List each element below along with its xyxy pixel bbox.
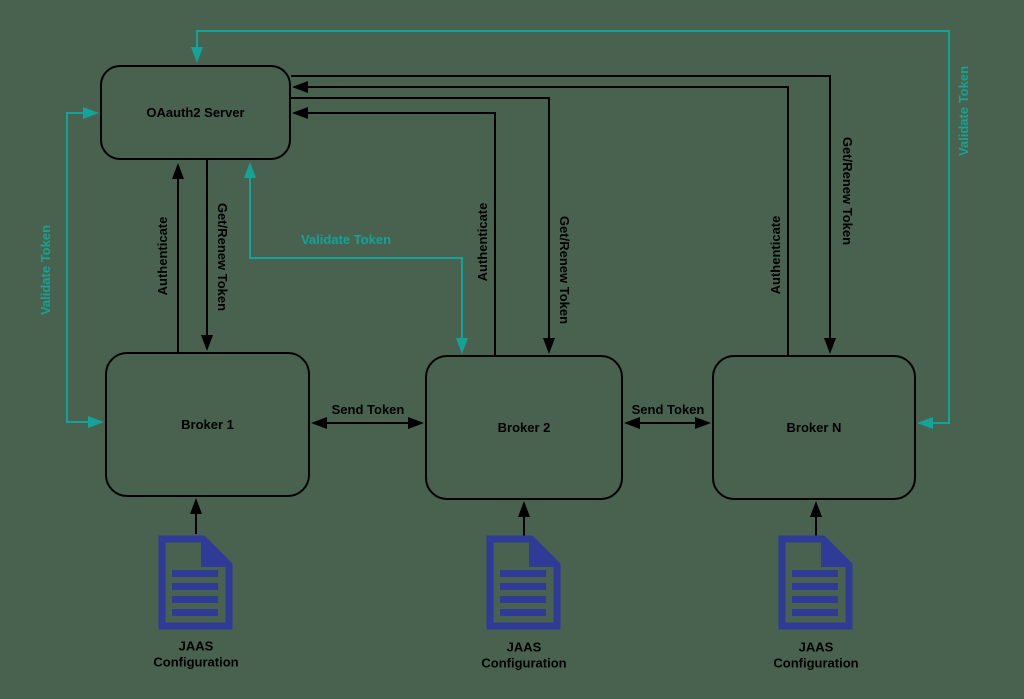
arrowhead-right-icon	[695, 417, 711, 429]
edge-config-broker2	[518, 501, 530, 536]
node-broker-1: Broker 1	[105, 352, 310, 497]
arrowhead-up-icon	[190, 498, 202, 514]
edge-validate-token-broker1	[66, 107, 104, 428]
edge-get-renew-token-brokerN	[291, 75, 836, 354]
node-label: OAauth2 Server	[146, 105, 245, 120]
label-get-renew-token-broker2: Get/Renew Token	[556, 215, 572, 325]
label-authenticate-broker2: Authenticate	[475, 202, 491, 282]
label-get-renew-token-brokerN: Get/Renew Token	[839, 136, 855, 246]
label-get-renew-token-broker1: Get/Renew Token	[214, 202, 230, 312]
document-icon	[782, 537, 851, 626]
node-label: Broker 2	[497, 420, 551, 435]
arrowhead-up-icon	[810, 501, 822, 517]
node-label: Broker 1	[181, 417, 234, 432]
label-jaas-configuration-2: JAAS Configuration	[459, 639, 589, 670]
caption-line: JAAS	[506, 639, 542, 655]
label-jaas-configuration-1: JAAS Configuration	[131, 638, 261, 669]
label-send-token-2: Send Token	[631, 402, 705, 418]
document-icon	[490, 537, 559, 626]
caption-line: JAAS	[178, 638, 214, 654]
label-validate-token-broker1: Validate Token	[38, 224, 54, 316]
label-jaas-configuration-3: JAAS Configuration	[751, 639, 881, 670]
arrowhead-down-icon	[824, 338, 836, 354]
arrowhead-left-icon	[311, 417, 327, 429]
edge-get-renew-token-broker1	[201, 160, 213, 351]
arrowhead-left-icon	[917, 417, 933, 429]
arrowhead-right-icon	[88, 416, 104, 428]
edge-authenticate-broker2	[292, 107, 496, 355]
arrowhead-down-icon	[456, 338, 468, 354]
caption-line: JAAS	[798, 639, 834, 655]
edge-config-brokerN	[810, 501, 822, 536]
node-oauth2-server: OAauth2 Server	[100, 65, 291, 160]
arrowhead-left-icon	[292, 81, 308, 93]
arrowhead-left-icon	[292, 107, 308, 119]
node-label: Broker N	[786, 420, 842, 435]
arrowhead-up-icon	[518, 501, 530, 517]
arrowhead-up-icon	[244, 162, 256, 178]
caption-line: Configuration	[153, 654, 239, 669]
label-validate-token-brokerN: Validate Token	[956, 65, 972, 157]
edge-send-token-broker1-broker2	[311, 417, 424, 429]
arrowhead-up-icon	[172, 163, 184, 179]
label-authenticate-broker1: Authenticate	[155, 216, 171, 296]
edge-config-broker1	[190, 498, 202, 534]
edge-send-token-broker2-brokerN	[624, 417, 711, 429]
edge-authenticate-brokerN	[292, 81, 789, 355]
caption-line: Configuration	[481, 655, 567, 670]
label-send-token-1: Send Token	[331, 402, 405, 418]
label-validate-token-broker2: Validate Token	[300, 232, 392, 248]
arrowhead-right-icon	[83, 107, 99, 119]
edge-validate-token-broker2	[244, 162, 468, 354]
node-broker-2: Broker 2	[425, 355, 623, 500]
arrowhead-down-icon	[201, 335, 213, 351]
arrowhead-down-icon	[543, 338, 555, 354]
arrowhead-right-icon	[408, 417, 424, 429]
edge-authenticate-broker1	[172, 163, 184, 352]
edge-validate-token-brokerN	[191, 30, 950, 429]
edge-get-renew-token-broker2	[291, 97, 555, 354]
arrowhead-down-icon	[191, 47, 203, 63]
arrowhead-left-icon	[624, 417, 640, 429]
document-icon	[162, 537, 231, 626]
caption-line: Configuration	[773, 655, 859, 670]
node-broker-n: Broker N	[712, 355, 916, 500]
label-authenticate-brokerN: Authenticate	[768, 215, 784, 295]
